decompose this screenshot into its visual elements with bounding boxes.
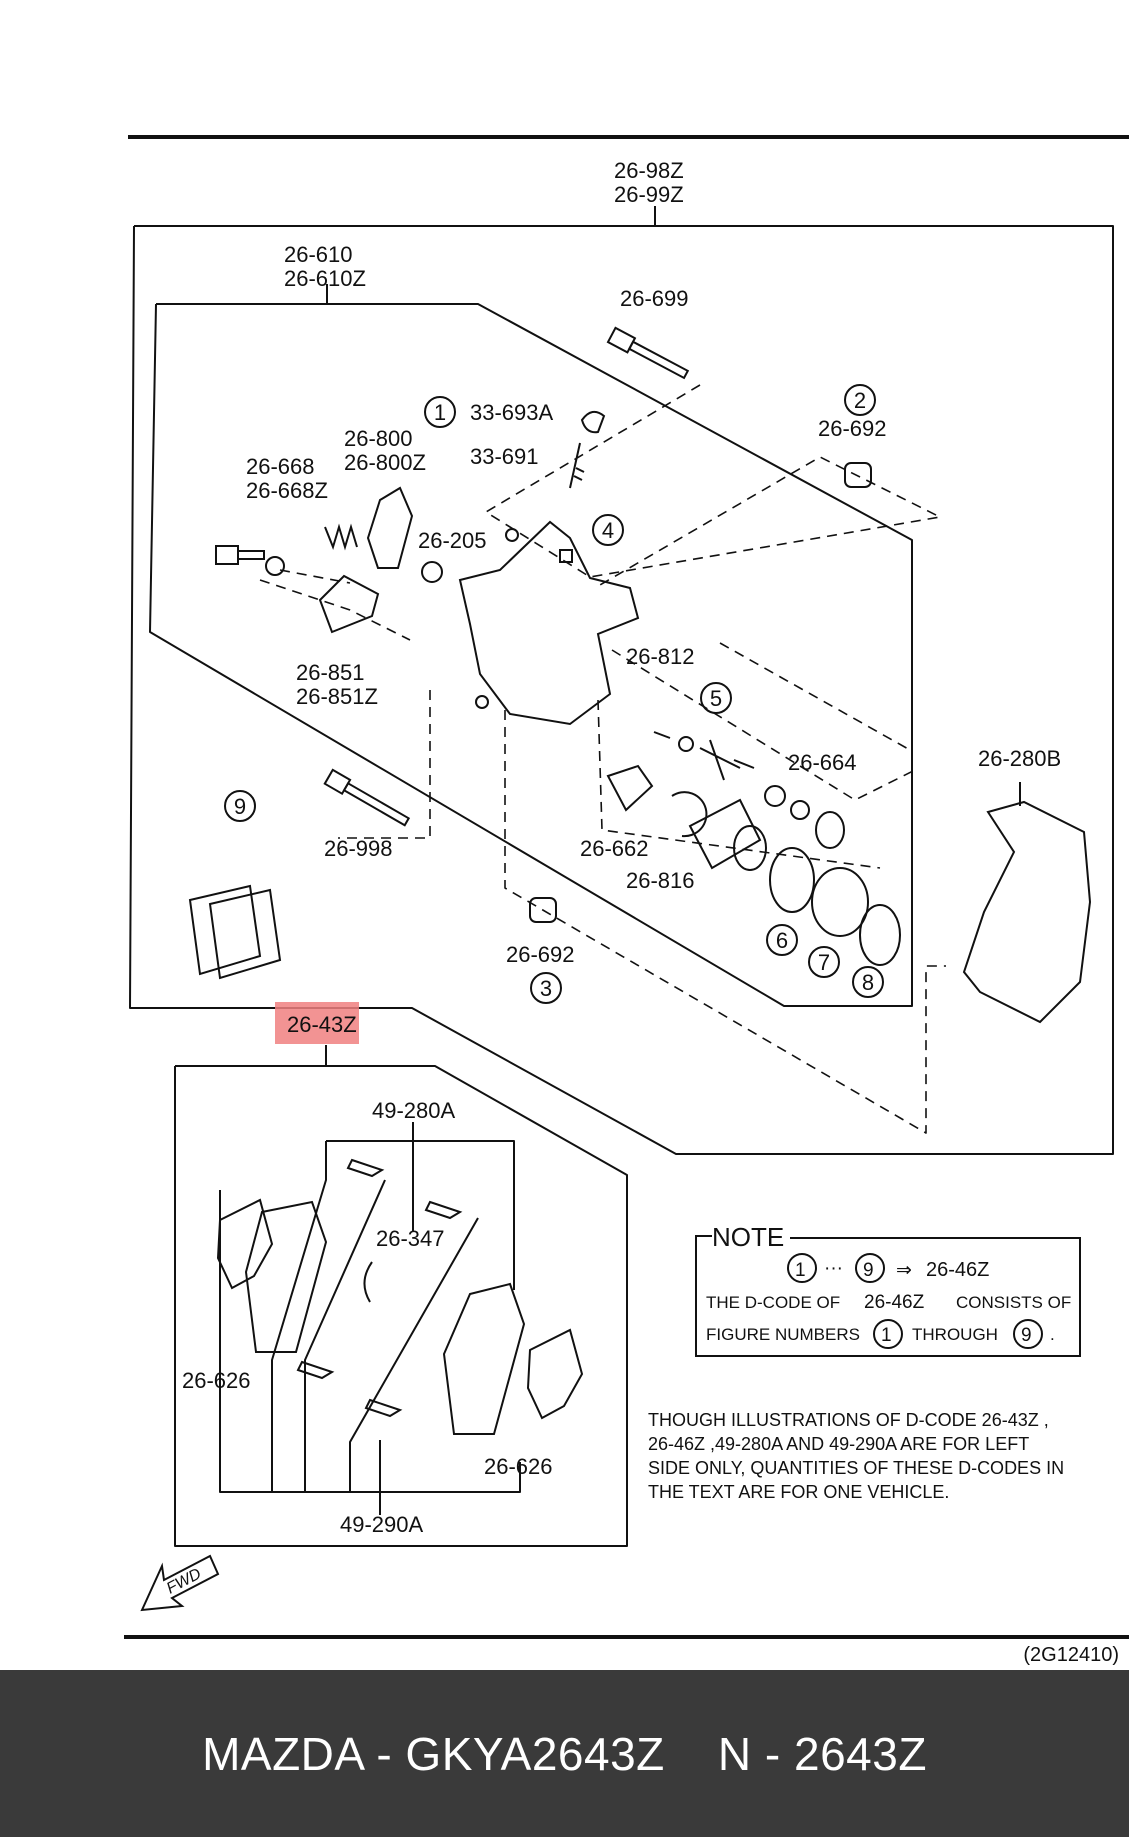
callout-number: 8 xyxy=(862,970,874,995)
svg-text:FIGURE NUMBERS: FIGURE NUMBERS xyxy=(706,1325,860,1344)
callout-circle xyxy=(424,396,456,428)
label-part-662: 26-662 xyxy=(580,836,649,861)
svg-text:THE D-CODE OF: THE D-CODE OF xyxy=(706,1293,840,1312)
svg-text:26-46Z: 26-46Z xyxy=(926,1259,989,1281)
svg-text:SIDE ONLY, QUANTITIES OF THESE: SIDE ONLY, QUANTITIES OF THESE D-CODES I… xyxy=(648,1458,1064,1478)
label-caliper-a: 26-610 xyxy=(284,242,353,267)
callout-circle xyxy=(808,946,840,978)
label-spring-a: 26-668 xyxy=(246,454,315,479)
svg-text:⇒: ⇒ xyxy=(896,1260,912,1281)
svg-text:9: 9 xyxy=(863,1260,874,1281)
label-shim-left: 26-626 xyxy=(182,1368,251,1393)
label-cap: 33-693A xyxy=(470,400,554,425)
reference-code: (2G12410) xyxy=(1023,1644,1119,1666)
label-bleeder: 33-691 xyxy=(470,444,539,469)
svg-text:···: ··· xyxy=(824,1258,843,1279)
label-clip-lower: 49-290A xyxy=(340,1512,424,1537)
svg-text:1: 1 xyxy=(881,1325,892,1346)
note-box: NOTE 1 ··· 9 ⇒ 26-46Z THE D-CODE OF 26-4… xyxy=(695,1222,1081,1357)
label-bracket-b: 26-851Z xyxy=(296,684,378,709)
svg-text:.: . xyxy=(1050,1325,1055,1344)
label-caliper-b: 26-610Z xyxy=(284,266,366,291)
label-spring-b: 26-668Z xyxy=(246,478,328,503)
label-lever-a: 26-800 xyxy=(344,426,413,451)
callout-circle xyxy=(224,790,256,822)
svg-text:1: 1 xyxy=(795,1260,806,1281)
label-bracket-a: 26-851 xyxy=(296,660,365,685)
callout-number: 3 xyxy=(540,976,552,1001)
callout-circle xyxy=(852,966,884,998)
callout-circle xyxy=(592,514,624,546)
callout-number: 4 xyxy=(602,518,614,543)
callout-circle xyxy=(700,682,732,714)
label-pin-812: 26-812 xyxy=(626,644,695,669)
label-assembly-b: 26-99Z xyxy=(614,182,684,207)
note-title: NOTE xyxy=(712,1222,784,1252)
label-boot-692-top: 26-692 xyxy=(818,416,887,441)
label-spring-347: 26-347 xyxy=(376,1226,445,1251)
callout-number: 9 xyxy=(234,794,246,819)
callout-number: 2 xyxy=(854,388,866,413)
svg-text:26-46Z ,49-280A AND 49-290A: 26-46Z ,49-280A AND 49-290A ARE FOR LEFT xyxy=(648,1434,1029,1454)
label-mount-280b: 26-280B xyxy=(978,746,1061,771)
remark-text: THOUGH ILLUSTRATIONS OF D-CODE 26-43Z , … xyxy=(648,1410,1064,1502)
label-clip-upper: 49-280A xyxy=(372,1098,456,1123)
label-bolt-top: 26-699 xyxy=(620,286,689,311)
label-shim-right: 26-626 xyxy=(484,1454,553,1479)
svg-text:THROUGH: THROUGH xyxy=(912,1325,998,1344)
pad-kit-highlight xyxy=(275,1002,359,1044)
label-ring-816: 26-816 xyxy=(626,868,695,893)
callout-number: 1 xyxy=(434,400,446,425)
label-lever-b: 26-800Z xyxy=(344,450,426,475)
callout-circle xyxy=(844,384,876,416)
callout-number: 7 xyxy=(818,950,830,975)
callout-number: 5 xyxy=(710,686,722,711)
label-seal-205: 26-205 xyxy=(418,528,487,553)
callout-number: 6 xyxy=(776,928,788,953)
label-part-664: 26-664 xyxy=(788,750,857,775)
label-assembly-a: 26-98Z xyxy=(614,158,684,183)
callout-circle xyxy=(766,924,798,956)
label-boot-692-bottom: 26-692 xyxy=(506,942,575,967)
svg-text:THOUGH ILLUSTRATIONS OF D-CODE: THOUGH ILLUSTRATIONS OF D-CODE 26-43Z , xyxy=(648,1410,1049,1430)
banner-text: MAZDA - GKYA2643Z N - 2643Z xyxy=(202,1727,927,1780)
svg-text:9: 9 xyxy=(1021,1325,1032,1346)
svg-text:26-46Z: 26-46Z xyxy=(864,1292,925,1313)
svg-text:THE TEXT ARE FOR ONE VEHICLE.: THE TEXT ARE FOR ONE VEHICLE. xyxy=(648,1482,949,1502)
fwd-arrow-icon: FWD xyxy=(140,1554,220,1612)
callout-circle xyxy=(530,972,562,1004)
svg-text:CONSISTS OF: CONSISTS OF xyxy=(956,1293,1071,1312)
label-pad-kit: 26-43Z xyxy=(287,1012,357,1037)
label-bolt-998: 26-998 xyxy=(324,836,393,861)
part-number-banner: MAZDA - GKYA2643Z N - 2643Z xyxy=(0,1670,1129,1837)
